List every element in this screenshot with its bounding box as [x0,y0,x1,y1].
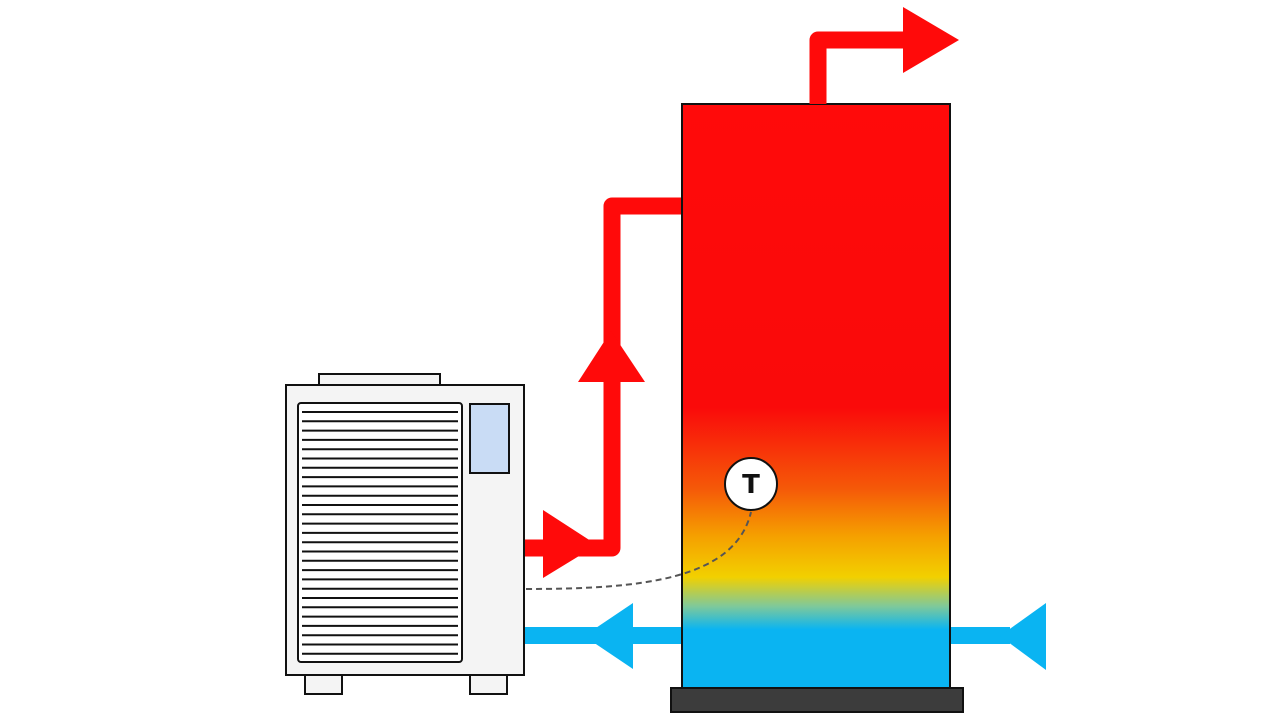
temperature-sensor-circle [724,457,778,511]
heat-pump-display-panel [469,403,510,474]
heat-pump-grille-slats [302,411,458,655]
hot-water-outlet [809,7,959,104]
cold-inlet-arrow-icon [1000,603,1046,670]
hot-outlet-pipe [809,31,910,104]
cold-return-to-heat-pump [524,603,682,669]
hot-flow-from-heat-pump [524,197,684,578]
hot-flow-up-arrow-icon [578,331,645,382]
cold-inlet-pipe [950,627,1010,644]
cold-return-arrow-icon [584,603,633,669]
water-tank [681,103,951,689]
cold-water-inlet [950,603,1046,670]
heat-pump-outdoor-unit-icon [285,373,525,695]
heat-pump-foot-left [304,673,343,695]
hot-flow-right-arrow-icon [543,510,597,578]
hot-outlet-arrow-icon [903,7,959,73]
heat-pump-foot-right [469,673,508,695]
sensor-wire [525,511,752,590]
tank-base [670,687,964,713]
temperature-sensor-label: T [742,470,760,500]
temperature-sensor-icon: T [724,457,778,511]
